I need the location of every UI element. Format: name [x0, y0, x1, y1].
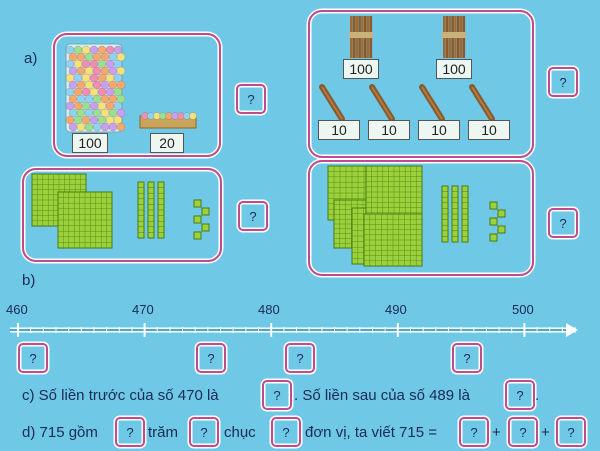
- answer-box-d1[interactable]: ?: [115, 417, 145, 447]
- tick-label: 500: [512, 302, 534, 317]
- part-d-text: trăm: [148, 424, 178, 441]
- stick-label: 10: [318, 120, 360, 140]
- part-c-text: . Số liền sau của số 489 là: [294, 387, 470, 404]
- part-c-text: .: [535, 387, 540, 404]
- answer-box-a4[interactable]: ?: [548, 208, 578, 238]
- bundle-hundred-icon: [349, 16, 373, 58]
- stick-ten-icon: [419, 84, 445, 122]
- bundle-hundred-icon: [442, 16, 466, 58]
- part-d-text: chục: [224, 424, 256, 441]
- number-line: [10, 323, 578, 337]
- base-ten-blocks-image: [31, 173, 210, 249]
- answer-box-c1[interactable]: ?: [262, 380, 292, 410]
- jar-of-balls-image: [65, 43, 126, 133]
- answer-box-d5[interactable]: ?: [508, 417, 538, 447]
- base-ten-blocks-image: [327, 165, 506, 267]
- stick-label: 10: [468, 120, 510, 140]
- answer-box-d3[interactable]: ?: [271, 417, 301, 447]
- part-b-label: b): [22, 272, 36, 289]
- bundle-label: 100: [436, 59, 472, 79]
- panel-blocks-2: [308, 160, 534, 276]
- panel-jar-tray: [53, 33, 221, 157]
- part-a-label: a): [24, 50, 38, 67]
- answer-box-b1[interactable]: ?: [18, 343, 48, 373]
- answer-box-b2[interactable]: ?: [196, 343, 226, 373]
- plus-sign: +: [541, 424, 550, 441]
- tick-label: 470: [132, 302, 154, 317]
- stick-ten-icon: [469, 84, 495, 122]
- answer-box-c2[interactable]: ?: [505, 380, 535, 410]
- answer-box-d2[interactable]: ?: [189, 417, 219, 447]
- panel-bundles-sticks: [308, 10, 534, 158]
- stick-ten-icon: [369, 84, 395, 122]
- part-c-text: c) Số liền trước của số 470 là: [22, 387, 219, 404]
- tray-of-balls-image: [139, 112, 197, 129]
- part-d-text: đơn vị, ta viết 715 =: [305, 424, 437, 441]
- answer-box-a3[interactable]: ?: [238, 201, 268, 231]
- answer-box-d6[interactable]: ?: [556, 417, 586, 447]
- tray-label: 20: [150, 133, 184, 153]
- answer-box-d4[interactable]: ?: [459, 417, 489, 447]
- jar-label: 100: [72, 133, 108, 153]
- part-d-text: d) 715 gồm: [22, 424, 98, 441]
- tick-label: 490: [385, 302, 407, 317]
- plus-sign: +: [492, 424, 501, 441]
- tick-label: 460: [6, 302, 28, 317]
- stick-label: 10: [418, 120, 460, 140]
- stick-ten-icon: [319, 84, 345, 122]
- tick-label: 480: [258, 302, 280, 317]
- panel-blocks-1: [22, 168, 222, 262]
- answer-box-a2[interactable]: ?: [548, 67, 578, 97]
- answer-box-b4[interactable]: ?: [452, 343, 482, 373]
- stick-label: 10: [368, 120, 410, 140]
- bundle-label: 100: [343, 59, 379, 79]
- answer-box-a1[interactable]: ?: [236, 84, 266, 114]
- answer-box-b3[interactable]: ?: [285, 343, 315, 373]
